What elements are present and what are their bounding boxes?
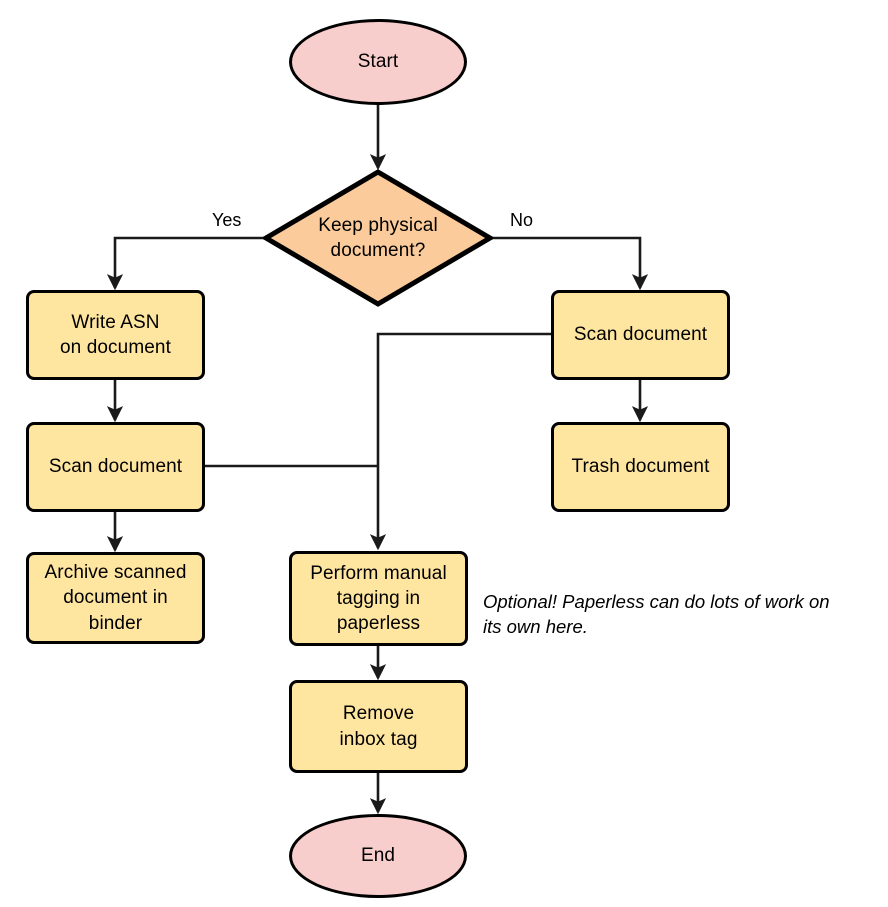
edge-label-yes: Yes [212,210,242,230]
node-end-label: End [360,845,396,867]
node-remove-inbox-tag-label: Remove inbox tag [339,703,418,750]
node-trash-document[interactable]: Trash document [551,422,730,512]
node-trash-document-label: Trash document [571,456,710,478]
node-perform-manual-tagging[interactable]: Perform manual tagging in paperless [289,551,468,646]
node-scan-document-right-label: Scan document [573,324,708,346]
node-archive-scanned-document[interactable]: Archive scanned document in binder [26,552,205,644]
note-optional-paperless: Optional! Paperless can do lots of work … [483,591,830,638]
node-remove-inbox-tag[interactable]: Remove inbox tag [289,680,468,773]
node-start-label: Start [357,51,399,73]
node-perform-manual-tagging-label: Perform manual tagging in paperless [310,562,447,635]
node-end[interactable]: End [289,814,467,898]
node-scan-document-left[interactable]: Scan document [26,422,205,512]
edge-scan-right-to-tagging [369,332,551,551]
edge-decision-no-to-scan-right [491,236,649,291]
node-scan-document-right[interactable]: Scan document [551,290,730,380]
edge-decision-yes-to-write-asn [106,236,264,291]
diamond-shape [263,169,493,307]
node-start[interactable]: Start [289,19,467,105]
node-decision-label: Keep physical document? [318,214,438,261]
edge-label-no: No [510,210,534,230]
node-write-asn-label: Write ASN on document [60,311,171,358]
node-archive-scanned-document-label: Archive scanned document in binder [44,562,187,634]
node-scan-document-left-label: Scan document [48,456,183,478]
node-write-asn[interactable]: Write ASN on document [26,290,205,380]
node-decision-keep-physical-document[interactable]: Keep physical document? [263,169,493,307]
